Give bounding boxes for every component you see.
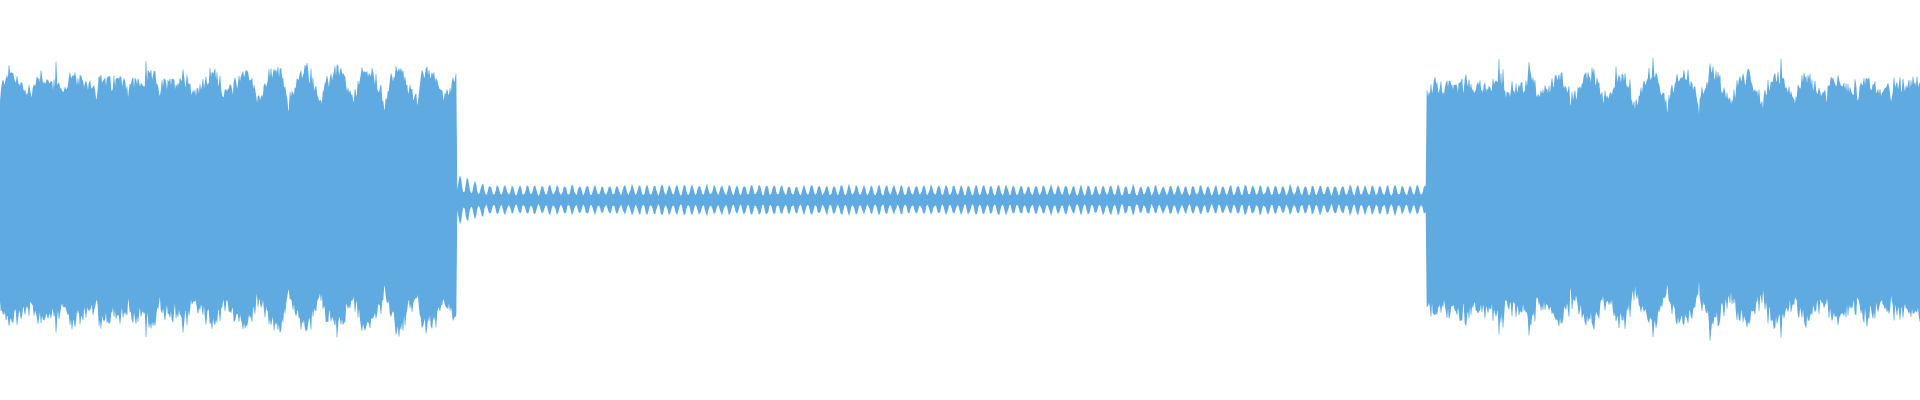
waveform-path	[0, 57, 1920, 341]
